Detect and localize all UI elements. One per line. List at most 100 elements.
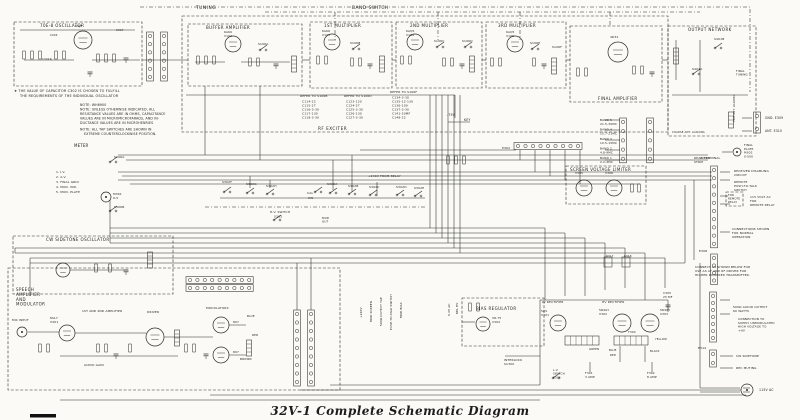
- ac-plug-115v-center: [746, 389, 748, 391]
- rear-terminal-strip-lower-terminal: [712, 271, 716, 275]
- final-amplifier-tube: [607, 41, 629, 63]
- resistor: [408, 55, 412, 65]
- switch-contact: [697, 72, 701, 76]
- switch-arm: [692, 68, 701, 75]
- rear-terminal-strip-lower-terminal: [712, 278, 716, 283]
- pto-plug-strip-terminal: [148, 34, 152, 38]
- label: BAND 5: [600, 118, 612, 122]
- speech-jack-strip-terminal: [188, 286, 192, 290]
- mod-terminal-strip-right-terminal: [309, 312, 313, 316]
- label: 2. A.V.: [56, 175, 67, 179]
- resistor: [54, 50, 58, 60]
- resistor: [462, 155, 466, 165]
- e314-strip-terminal: [711, 352, 715, 356]
- label: VALUES ARE IN MICROMICROFARADS, AND IN-: [80, 117, 159, 121]
- screen-limiter-tube-2: [605, 179, 623, 197]
- switch-contact: [351, 47, 355, 51]
- mod-terminal-strip-left-terminal: [295, 380, 299, 384]
- label: C124-27: [346, 104, 360, 108]
- modulator-tube-1: [212, 316, 230, 334]
- label: PUSH-TO-TALK SWITCH: [389, 294, 393, 330]
- label: BLUE: [609, 348, 617, 352]
- pto-jack-strip-terminal: [162, 34, 166, 38]
- label: COARSE ANT. LOADING: [672, 130, 705, 134]
- resistor: [38, 343, 42, 353]
- mod-terminal-strip-right: [307, 309, 315, 387]
- label: CW SIDETONE: [736, 354, 759, 358]
- label: C123-120: [346, 100, 362, 104]
- screen-voltage-limiter-block-label: SCREEN VOLTAGE LIMITER: [570, 167, 631, 172]
- second-multiplier-block-label: 2ND MULTIPLIER: [410, 23, 448, 28]
- resistor: [128, 343, 132, 353]
- rear-terminal-strip-terminal: [712, 217, 716, 222]
- switch-arm: [314, 186, 323, 193]
- label: C127-3-30: [346, 116, 363, 120]
- label: C137-3-30: [392, 108, 409, 112]
- rear-terminal-strip-terminal: [712, 200, 716, 205]
- bias-regulator-tube: [475, 316, 491, 332]
- multimeter-m301-center: [105, 196, 107, 198]
- speech-plug-strip-terminal: [239, 278, 244, 282]
- label: MIC INPUT: [12, 318, 29, 322]
- final-plate-meter-m302-center: [736, 151, 738, 153]
- speech-plug-strip-terminal: [195, 278, 200, 282]
- mod-terminal-strip-right-terminal: [309, 329, 313, 333]
- rf-exciter-block: [181, 15, 669, 133]
- switch-contact: [108, 209, 112, 213]
- label: 3. FINAL GRID: [56, 180, 79, 184]
- label: DUCTANCE VALUES ARE IN MICROHENRIES: [80, 121, 153, 125]
- pto-jack-strip-terminal: [162, 58, 166, 63]
- wire: [140, 6, 751, 92]
- speech-jack-strip-terminal: [239, 286, 244, 290]
- ant-gnd-strip-terminal: [755, 127, 759, 131]
- oscillator-block: [13, 21, 143, 87]
- switch-arm: [223, 186, 232, 193]
- pto-plug-strip-terminal: [148, 66, 152, 71]
- p302-strip-terminal: [538, 144, 543, 148]
- final-amplifier-block-label: FINAL AMPLIFIER: [598, 96, 638, 101]
- speech-jack-strip: [185, 284, 254, 292]
- label: C302★: [42, 57, 53, 61]
- label: 4. MOD. IND.: [56, 185, 77, 189]
- switch-contact: [251, 191, 255, 195]
- mod-terminal-strip-right-terminal: [309, 346, 313, 350]
- label: 5. MOD. PLATE: [56, 190, 80, 194]
- screen-limiter-tube-1: [575, 179, 593, 197]
- resistor: [96, 53, 100, 63]
- modulator-tube-2: [212, 346, 230, 364]
- label: BAND 2: [600, 147, 612, 151]
- schematic-title: 32V-1 Complete Schematic Diagram: [270, 404, 530, 418]
- label: REL HV: [455, 303, 459, 314]
- label: CAL: [307, 191, 313, 195]
- label: 1ST AND 2ND AMPLIFIER: [82, 309, 122, 313]
- transformer: [564, 335, 600, 346]
- switch-arm: [531, 43, 540, 50]
- label: BAND SWITCH: [352, 5, 389, 11]
- mod-terminal-strip-left-terminal: [295, 354, 299, 359]
- label: S302D: [396, 185, 407, 189]
- label: C148-22: [392, 116, 406, 120]
- label: R317: [606, 254, 614, 258]
- label: METER: [74, 143, 89, 148]
- p302-strip-terminal: [546, 144, 550, 148]
- label: 115V AC: [759, 388, 774, 392]
- resistor: [637, 183, 641, 193]
- resistor: [184, 343, 188, 353]
- switch-contact: [441, 45, 445, 49]
- label: BAND 3: [600, 137, 612, 141]
- switch-arm: [109, 156, 118, 163]
- switch-contact: [713, 46, 717, 50]
- switch-contact: [114, 160, 118, 164]
- resistor: [22, 50, 26, 60]
- speech-plug-strip-terminal: [217, 278, 222, 282]
- label: 500Ω OUTPUT TAP: [379, 297, 383, 326]
- modulator-tube-1-label: 807: [233, 320, 239, 324]
- label: S106A: [258, 42, 269, 46]
